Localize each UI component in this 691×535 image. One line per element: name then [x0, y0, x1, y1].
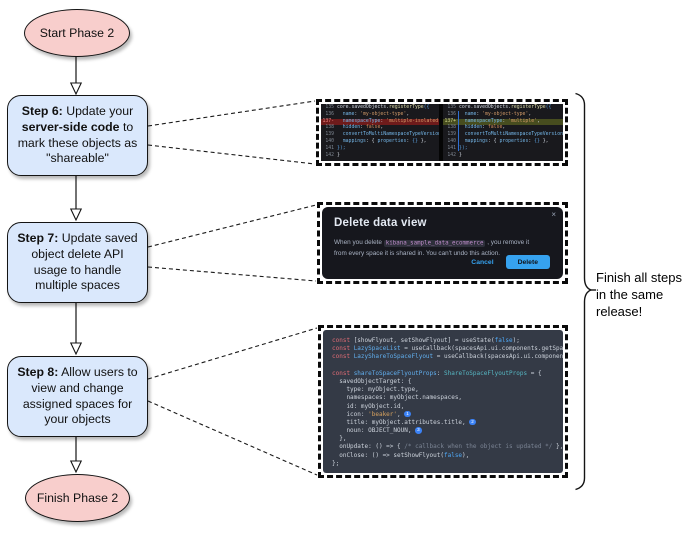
brace-note: Finish all steps in the same release!	[596, 270, 682, 320]
step-8-label: Step 8: Allow users to view and change a…	[17, 365, 138, 427]
start-node-label: Start Phase 2	[39, 26, 115, 40]
delete-button[interactable]: Delete	[505, 255, 550, 269]
modal-title: Delete data view	[334, 217, 427, 229]
finish-node: Finish Phase 2	[25, 474, 130, 522]
step-8-node: Step 8: Allow users to view and change a…	[7, 356, 148, 437]
modal-body-prefix: When you delete	[334, 239, 384, 246]
modal-body: When you delete kibana_sample_data_ecomm…	[334, 238, 540, 259]
close-icon[interactable]: ×	[551, 210, 556, 219]
data-view-name-chip: kibana_sample_data_ecommerce	[383, 239, 486, 247]
step-6-node: Step 6: Update your server-side code to …	[7, 95, 148, 176]
flyout-code-block: const [showFlyout, setShowFlyout] = useS…	[323, 330, 563, 473]
code-screenshot-frame: const [showFlyout, setShowFlyout] = useS…	[318, 325, 568, 478]
modal-footer: Cancel Delete	[471, 255, 550, 269]
delete-data-view-modal: Delete data view × When you delete kiban…	[322, 207, 563, 279]
callout-connector	[147, 100, 318, 476]
diff-indent-guide	[458, 111, 459, 151]
curly-brace	[575, 92, 596, 491]
modal-screenshot-frame: Delete data view × When you delete kiban…	[317, 202, 568, 284]
step-7-label: Step 7: Update saved object delete API u…	[17, 231, 138, 293]
start-node: Start Phase 2	[24, 9, 130, 57]
modal-body-suffix: , you remove it from every space it is s…	[334, 239, 530, 257]
step-7-node: Step 7: Update saved object delete API u…	[7, 222, 148, 303]
step-6-label: Step 6: Update your server-side code to …	[17, 104, 138, 166]
cancel-button[interactable]: Cancel	[471, 258, 494, 266]
finish-node-label: Finish Phase 2	[36, 491, 119, 505]
